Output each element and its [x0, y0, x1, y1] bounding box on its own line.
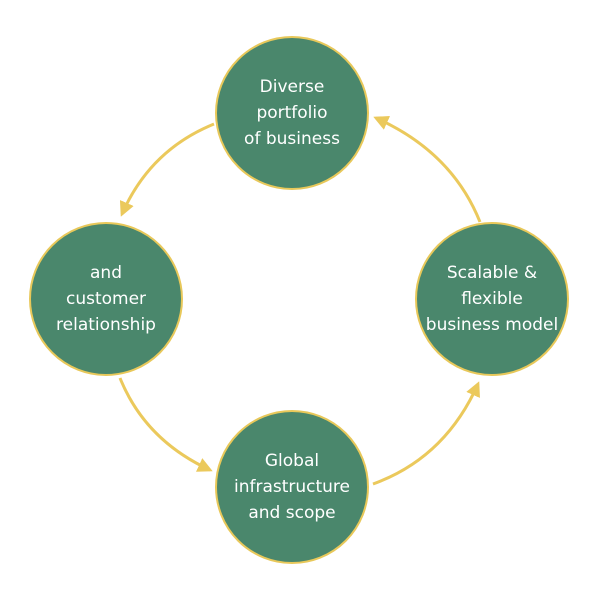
- node-label: Global infrastructure and scope: [233, 451, 351, 523]
- node-diverse-portfolio: Diverse portfolio of business: [215, 36, 369, 190]
- node-label: Diverse portfolio of business: [244, 77, 340, 149]
- node-label: and customer relationship: [56, 263, 156, 335]
- arrow-top-to-left: [119, 122, 215, 217]
- node-scalable-business-model: Scalable & flexible business model: [415, 222, 569, 376]
- arrow-left-to-bottom: [118, 377, 213, 472]
- node-customer-relationship: and customer relationship: [29, 222, 183, 376]
- arrow-right-to-top: [373, 116, 482, 223]
- node-global-infrastructure: Global infrastructure and scope: [215, 410, 369, 564]
- arrow-bottom-to-right: [372, 381, 480, 486]
- node-label: Scalable & flexible business model: [425, 263, 559, 335]
